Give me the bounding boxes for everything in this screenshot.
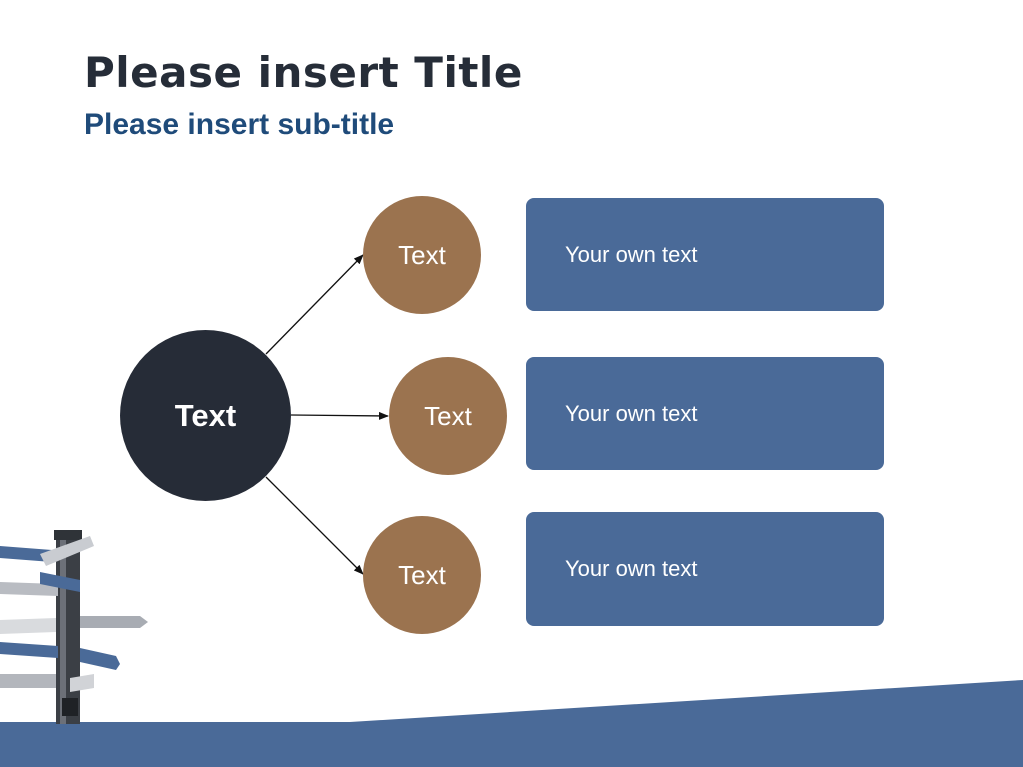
node-circle-3: Text [363,516,481,634]
text-box-label-2: Your own text [565,401,698,426]
hub-circle: Text [120,330,291,501]
arrow-to-node-1 [265,254,364,355]
text-box-3: Your own text [526,512,884,626]
hub-label: Text [174,397,237,433]
node-label-3: Text [398,559,446,590]
node-label-1: Text [398,239,446,270]
text-box-label-3: Your own text [565,556,698,581]
node-circle-1: Text [363,196,481,314]
arrow-to-node-2 [290,411,389,420]
slide-subtitle: Please insert sub-title [84,108,395,141]
node-label-2: Text [424,400,472,431]
signpost-illustration [0,530,148,724]
text-box-1: Your own text [526,198,884,311]
text-box-2: Your own text [526,357,884,470]
slide-title: Please insert Title [84,48,523,97]
arrow-to-node-3 [265,476,364,575]
ground-shape [0,680,1023,767]
node-circle-2: Text [389,357,507,475]
text-box-label-1: Your own text [565,242,698,267]
